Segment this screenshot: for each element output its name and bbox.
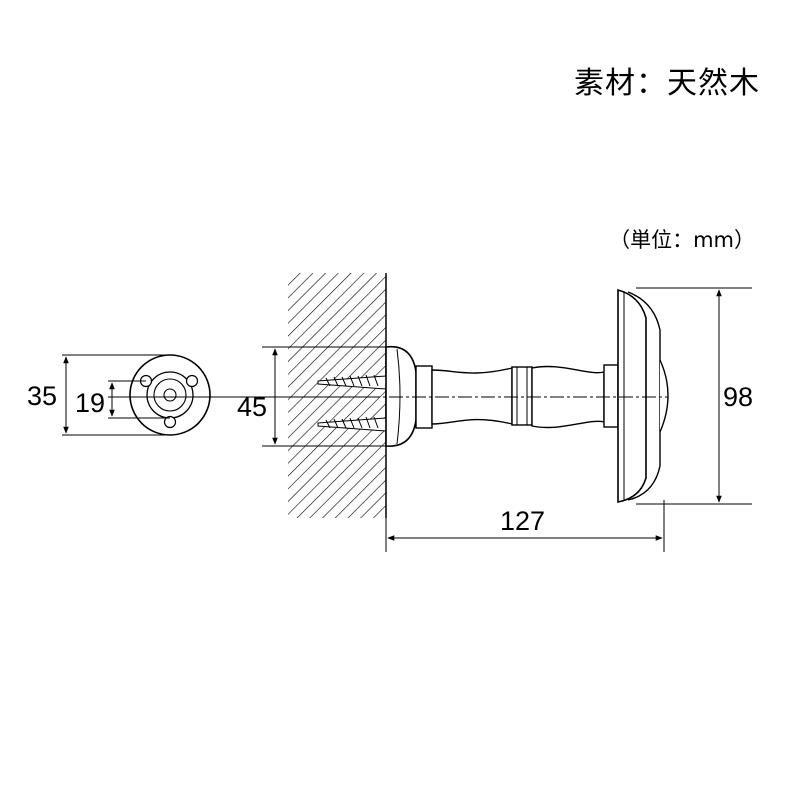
unit-label: （単位：mm）: [609, 228, 755, 252]
dim-19-label: 19: [75, 388, 105, 418]
holder-side-view: [108, 288, 669, 503]
dim-inner-diameter: 19: [75, 380, 170, 419]
dim-98-label: 98: [723, 382, 753, 412]
dim-outer-diameter: 35: [27, 354, 170, 436]
dim-127-label: 127: [500, 506, 545, 536]
dim-35-label: 35: [27, 381, 57, 411]
dim-cap-height: 98: [636, 287, 753, 505]
dim-length: 127: [385, 500, 665, 552]
wall-section: [288, 273, 387, 518]
material-label: 素材：天然木: [574, 66, 760, 101]
front-view: [129, 354, 211, 436]
